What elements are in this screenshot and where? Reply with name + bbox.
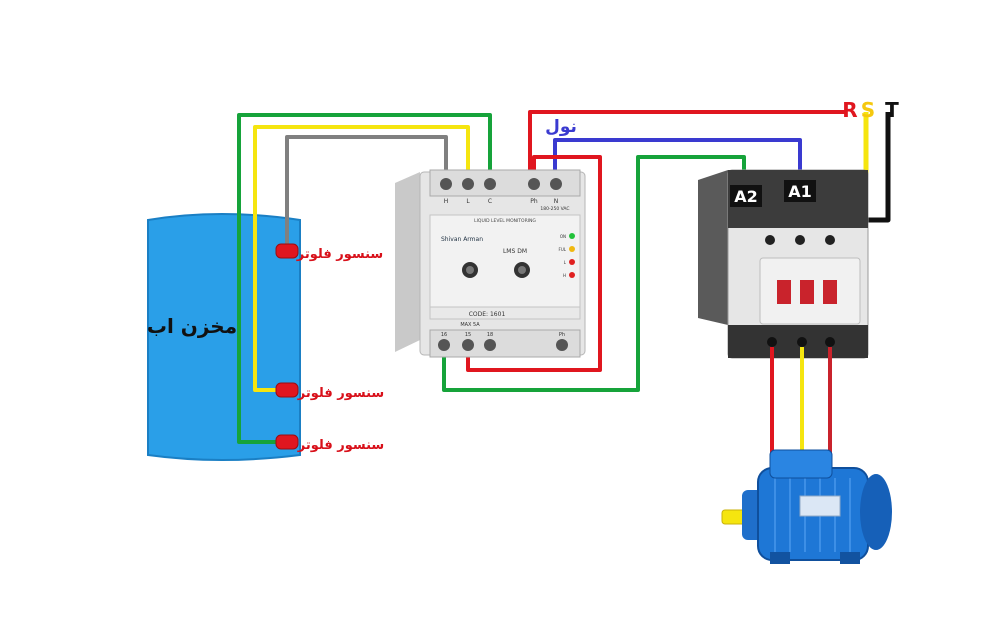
wire-green-low-sensor (237, 113, 492, 444)
terminal-label-h: H (444, 198, 449, 205)
terminal-label-ph: Ph (530, 198, 538, 205)
wire-gray-high-sensor (285, 135, 448, 250)
sensor-label-top: سنسور فلوتر (296, 247, 383, 262)
relay-voltage: 180-250 VAC (540, 206, 569, 212)
contactor: A2 A1 (698, 169, 869, 359)
relay-indicator-labels: ON FUL L H (559, 234, 567, 278)
relay-knob-left[interactable] (462, 262, 478, 278)
phase-labels: R S T نول (545, 98, 899, 137)
float-sensor-top (275, 243, 299, 259)
coil-badge-a1 (784, 180, 816, 202)
bottom-terminal-label-15: 15 (465, 332, 471, 338)
indicator-label-ful: FUL (559, 247, 567, 252)
contactor-top-screws (765, 235, 835, 245)
motor-terminal-box (769, 449, 833, 479)
wire-yellow-mid-sensor (253, 125, 470, 392)
wire-red-phase-relay (528, 110, 845, 184)
relay-top-terminals (440, 178, 562, 190)
water-tank: مخزن اب (147, 213, 301, 461)
phase-label-r: R (842, 98, 857, 122)
relay-model: LMS DM (503, 248, 527, 255)
relay-header: LIQUID LEVEL MONITORING (474, 218, 536, 224)
coil-label-a1: A1 (788, 182, 812, 201)
sensor-wires (237, 113, 492, 444)
bottom-terminal-label-16: 16 (441, 332, 447, 338)
electric-motor (721, 449, 892, 564)
float-sensor-bottom (275, 434, 299, 450)
terminal-label-l: L (466, 198, 470, 205)
wire-blue-neutral (553, 138, 802, 184)
terminal-label-c: C (488, 198, 492, 205)
relay-bottom-terminal-labels: 16 15 18 Ph (441, 332, 565, 338)
neutral-label: نول (545, 117, 577, 137)
relay-code: CODE: 1601 (469, 311, 506, 318)
bottom-terminal-label-18: 18 (487, 332, 493, 338)
led-h (569, 272, 575, 278)
relay-brand: Shivan Arman (441, 236, 483, 243)
wire-red-relay-loop (466, 155, 602, 372)
sensors: سنسور فلوتر سنسور فلوتر سنسور فلوتر (275, 243, 384, 453)
led-ful (569, 246, 575, 252)
indicator-label-l: L (564, 260, 567, 265)
indicator-label-h: H (563, 273, 566, 278)
phase-label-s: S (861, 98, 875, 122)
phase-label-t: T (885, 98, 899, 122)
relay-top-terminal-labels: H L C Ph N (444, 198, 559, 205)
relay-bottom-terminals (438, 339, 568, 351)
supply-wires (442, 110, 891, 392)
relay-knob-right[interactable] (514, 262, 530, 278)
relay-max-current: MAX 5A (460, 322, 480, 328)
relay-indicators (569, 233, 575, 278)
indicator-label-on: ON (560, 234, 566, 239)
led-l (569, 259, 575, 265)
contactor-bottom-screws (767, 337, 835, 347)
bottom-terminal-label-ph: Ph (559, 332, 565, 338)
motor-wires (770, 347, 832, 455)
tank-label: مخزن اب (147, 314, 237, 338)
sensor-label-middle: سنسور فلوتر (297, 386, 384, 401)
motor-nameplate (799, 495, 841, 517)
sensor-label-bottom: سنسور فلوتر (297, 438, 384, 453)
coil-label-a2: A2 (734, 187, 758, 206)
contactor-main-contacts (777, 280, 837, 304)
coil-badge-a2 (730, 185, 762, 207)
terminal-label-n: N (554, 198, 559, 205)
led-on (569, 233, 575, 239)
level-relay: H L C Ph N 180-250 VAC LIQUID LEVEL MONI… (395, 169, 586, 358)
float-sensor-middle (275, 382, 299, 398)
wire-green-relay-a2 (442, 155, 746, 392)
